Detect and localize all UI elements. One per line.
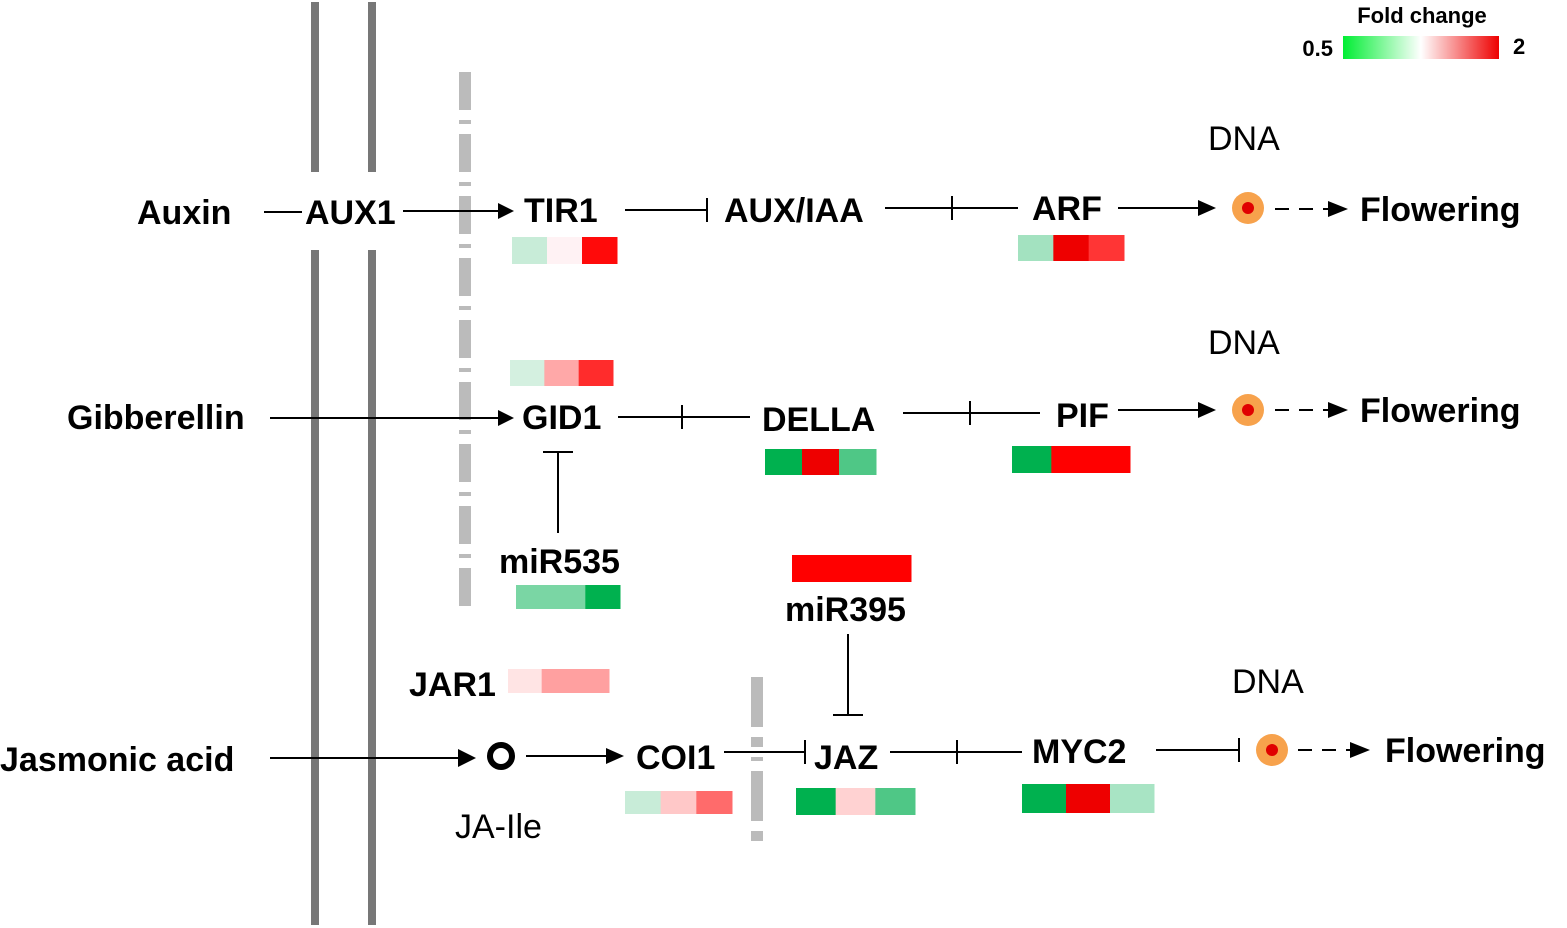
dna-icon — [1256, 734, 1288, 766]
coi1-label: COI1 — [636, 739, 715, 777]
heatmap-della — [765, 449, 877, 475]
arrowhead — [1328, 402, 1348, 418]
heatmap-gid1 — [510, 360, 614, 386]
dna-icon — [1232, 394, 1264, 426]
heatmap-cell — [1088, 235, 1125, 261]
heatmap-cell — [1022, 784, 1067, 813]
tir1-label: TIR1 — [524, 192, 598, 230]
pif-label: PIF — [1056, 397, 1109, 435]
flowering-label: Flowering — [1360, 392, 1521, 430]
jasmonate-pathway — [270, 634, 1370, 767]
ja-ile-molecule-icon — [487, 742, 515, 770]
auxin-label: Auxin — [137, 194, 231, 232]
heatmap-cell — [660, 791, 697, 814]
heatmap-myc2 — [1022, 784, 1155, 813]
dna-label: DNA — [1208, 120, 1280, 158]
cell-membrane — [311, 2, 376, 925]
della-label: DELLA — [762, 401, 875, 439]
mir395-label: miR395 — [785, 591, 906, 629]
heatmap-cell — [508, 669, 543, 693]
jasmonic-acid-label: Jasmonic acid — [0, 741, 234, 779]
heatmap-cell — [510, 360, 545, 386]
heatmap-jaz — [796, 788, 916, 815]
heatmap-cell — [516, 585, 552, 609]
heatmap-mir395 — [792, 555, 912, 582]
heatmap-cell — [802, 449, 840, 475]
heatmap-mir535 — [516, 585, 621, 609]
heatmap-cell — [625, 791, 662, 814]
heatmap-cell — [875, 788, 916, 815]
heatmap-cell — [1051, 446, 1092, 473]
arf-label: ARF — [1032, 190, 1102, 228]
heatmap-pif — [1012, 446, 1131, 473]
arrowhead — [1328, 201, 1348, 217]
heatmap-cell — [1066, 784, 1111, 813]
legend-min-label: 0.5 — [1302, 36, 1333, 61]
heatmap-cell — [792, 555, 912, 582]
jar1-label: JAR1 — [409, 666, 496, 704]
jaz-label: JAZ — [814, 739, 878, 777]
legend-title: Fold change — [1357, 3, 1487, 28]
flowering-label: Flowering — [1385, 732, 1546, 770]
legend-gradient-bar — [1343, 36, 1499, 59]
myc2-label: MYC2 — [1032, 733, 1126, 771]
gibberellin-label: Gibberellin — [67, 399, 245, 437]
aux1-label: AUX1 — [305, 194, 396, 232]
gid1-label: GID1 — [522, 399, 601, 437]
ja-ile-label: JA-Ile — [455, 808, 542, 846]
dna-icon — [1232, 192, 1264, 224]
heatmap-cell — [835, 788, 876, 815]
arrowhead — [1350, 742, 1370, 758]
heatmap-cell — [575, 669, 610, 693]
dna-label: DNA — [1208, 324, 1280, 362]
heatmap-cell — [1090, 446, 1131, 473]
dna-label: DNA — [1232, 663, 1304, 701]
arrowhead — [1198, 402, 1216, 418]
heatmap-cell — [1012, 446, 1052, 473]
heatmap-jar1 — [508, 669, 610, 693]
heatmap-cell — [512, 237, 548, 264]
heatmap-arf — [1018, 235, 1125, 261]
heatmap-cell — [839, 449, 877, 475]
flowering-label: Flowering — [1360, 191, 1521, 229]
fold-change-legend: Fold change 0.5 2 — [1302, 3, 1525, 61]
arrowhead — [606, 748, 624, 764]
heatmap-cell — [1053, 235, 1090, 261]
heatmap-cell — [547, 237, 583, 264]
heatmap-tir1 — [512, 237, 618, 264]
heatmap-cell — [541, 669, 576, 693]
legend-max-label: 2 — [1513, 34, 1525, 59]
heatmap-cell — [796, 788, 837, 815]
arrowhead — [1198, 200, 1216, 216]
heatmap-cell — [582, 237, 618, 264]
heatmap-cell — [1110, 784, 1155, 813]
gibberellin-pathway — [270, 401, 1348, 533]
aux-iaa-label: AUX/IAA — [724, 192, 864, 230]
heatmap-cell — [585, 585, 621, 609]
heatmap-cell — [544, 360, 580, 386]
arrowhead — [498, 410, 514, 426]
heatmap-cell — [550, 585, 586, 609]
heatmap-cell — [1018, 235, 1054, 261]
heatmap-cell — [696, 791, 733, 814]
heatmap-cell — [765, 449, 803, 475]
heatmap-cell — [578, 360, 614, 386]
arrowhead — [498, 203, 514, 219]
nuclear-envelope — [459, 72, 763, 850]
auxin-pathway — [264, 196, 1348, 222]
arrowhead — [458, 749, 476, 767]
mir535-label: miR535 — [499, 543, 620, 581]
heatmap-coi1 — [625, 791, 733, 814]
